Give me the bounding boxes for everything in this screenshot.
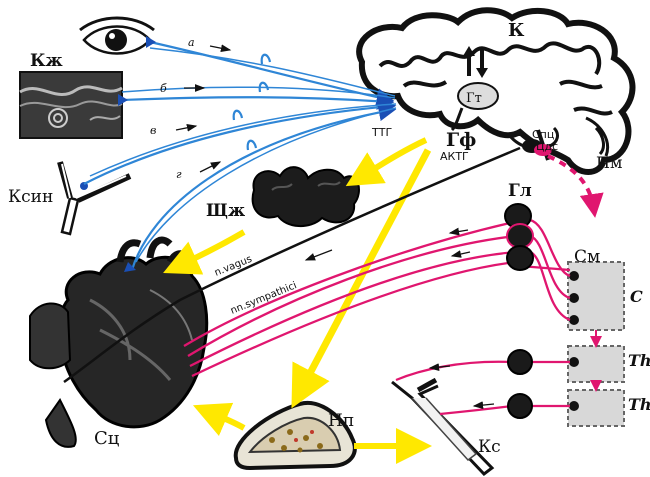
label-adrenal: Нп [328, 411, 354, 431]
label-pituitary: Гф [446, 129, 476, 151]
eye-icon [80, 18, 154, 54]
label-medulla: Пм [596, 153, 622, 172]
spinal-cord-segments [568, 262, 624, 426]
label-thyroid: Щж [206, 201, 245, 221]
afferent-endings [118, 36, 156, 272]
label-ttg: ТТГ [371, 126, 392, 139]
blood-vessel [392, 380, 492, 474]
label-aktg: АКТГ [440, 150, 469, 163]
label-tsds: Цдс [536, 140, 558, 153]
label-ganglion: Гл [508, 181, 532, 201]
skin-section-icon [20, 72, 122, 138]
label-segment-th2: Th [628, 395, 650, 414]
carotid-sinus-vessel [60, 162, 130, 234]
label-heart: Сц [94, 428, 120, 449]
label-hypothalamus: Гт [466, 91, 482, 106]
heart-illustration [30, 240, 207, 447]
label-segment-c: С [630, 287, 643, 306]
label-afferent-v: в [150, 124, 156, 137]
label-sympathici: nn.sympathici [229, 280, 299, 317]
label-afferent-g: г [176, 168, 182, 181]
sympathetic-ganglia [505, 204, 533, 418]
label-afferent-a: а [188, 36, 195, 49]
brain-illustration [359, 10, 632, 172]
label-segment-th1: Th [628, 351, 650, 370]
label-cortex: К [508, 20, 525, 41]
thyroid-gland [253, 167, 359, 226]
label-sinus: Ксин [8, 187, 53, 207]
afferent-letter-arrows [176, 46, 230, 172]
label-spinal-cord: См [574, 247, 600, 267]
label-afferent-b: б [160, 82, 167, 95]
label-vessel: Кс [478, 437, 501, 457]
label-skin: Кж [30, 51, 63, 71]
